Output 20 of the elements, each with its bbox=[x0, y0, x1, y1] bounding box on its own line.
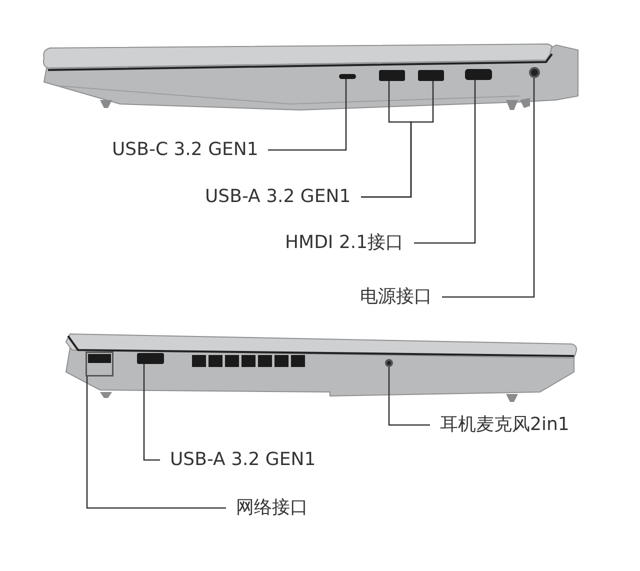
leader-line bbox=[414, 80, 476, 244]
leader-line bbox=[361, 81, 434, 198]
port-slot bbox=[465, 69, 492, 80]
port-label: HMDI 2.1接口 bbox=[285, 232, 404, 254]
leader-line bbox=[442, 78, 535, 298]
port-slot bbox=[137, 353, 164, 364]
port-label: 耳机麦克风2in1 bbox=[440, 414, 570, 436]
port-slot bbox=[86, 352, 113, 376]
leader-line bbox=[86, 376, 226, 509]
leader-line bbox=[143, 364, 160, 461]
port-slot bbox=[339, 74, 356, 79]
port-label: USB-C 3.2 GEN1 bbox=[112, 139, 258, 161]
port-label: 网络接口 bbox=[236, 497, 308, 519]
port-slot bbox=[379, 70, 405, 81]
port-label: USB-A 3.2 GEN1 bbox=[205, 186, 351, 208]
port-label: 电源接口 bbox=[360, 286, 432, 308]
port-slot bbox=[418, 70, 444, 81]
port-label: USB-A 3.2 GEN1 bbox=[170, 449, 316, 471]
leader-line bbox=[268, 79, 347, 151]
leader-line bbox=[388, 367, 430, 426]
